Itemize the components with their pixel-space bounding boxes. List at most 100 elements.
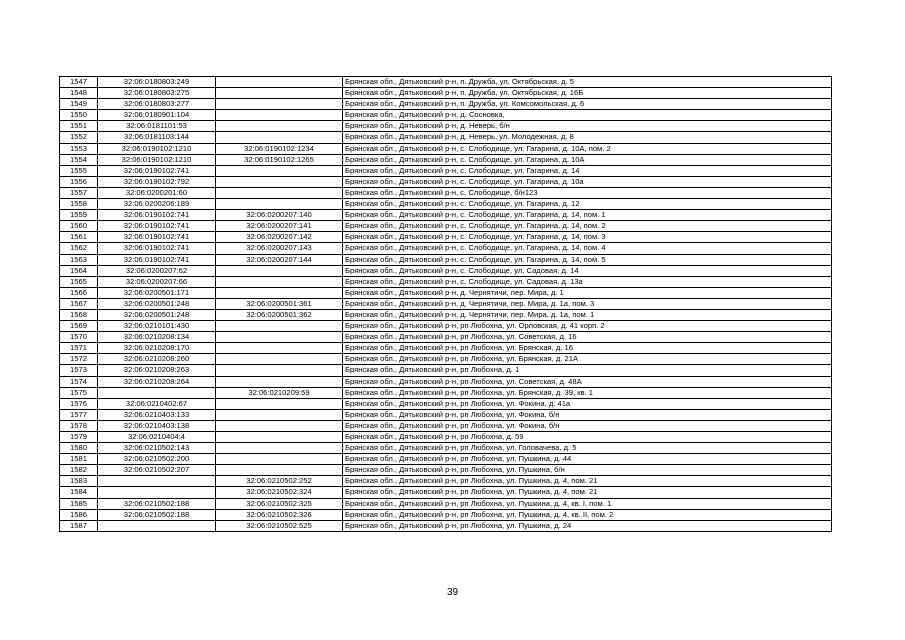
row-number-cell: 1558 [59,198,98,211]
room-cadastral-number-cell: 32:06:0200501:362 [215,308,343,322]
address-cell: Брянская обл., Дятьковский р-н, рп Любох… [342,475,832,488]
room-cadastral-number-cell [215,397,343,410]
address-cell: Брянская обл., Дятьковский р-н, с. Слобо… [342,209,832,222]
row-number-cell: 1559 [59,209,98,222]
row-number-cell: 1573 [59,364,98,377]
row-number-cell: 1571 [59,342,98,355]
address-cell: Брянская обл., Дятьковский р-н, рп Любох… [342,508,832,521]
address-cell: Брянская обл., Дятьковский р-н, рп Любох… [342,519,832,532]
room-cadastral-number-cell: 32:06:0210502:252 [215,475,343,488]
row-number-cell: 1556 [59,175,98,188]
address-cell: Брянская обл., Дятьковский р-н, рп Любох… [342,453,832,466]
row-number-cell: 1549 [59,98,98,111]
address-cell: Брянская обл., Дятьковский р-н, рп Любох… [342,331,832,344]
cadastral-number-cell: 32:06:0200501:248 [97,297,216,310]
row-number-cell: 1581 [59,453,98,466]
row-number-cell: 1586 [59,508,98,521]
row-number-cell: 1587 [59,519,98,532]
row-number-cell: 1554 [59,153,98,166]
cadastral-number-cell: 32:06:0210101:430 [97,320,216,333]
cadastral-number-cell: 32:06:0190102:1210 [97,153,216,166]
row-number-cell: 1550 [59,109,98,122]
cadastral-number-cell: 32:06:0190102:741 [97,164,216,177]
room-cadastral-number-cell [215,430,343,444]
room-cadastral-number-cell: 32:06:0200207:142 [215,231,343,244]
cadastral-number-cell [97,519,216,532]
room-cadastral-number-cell: 32:06:0190102:1265 [215,153,343,166]
row-number-cell: 1584 [59,486,98,499]
row-number-cell: 1567 [59,297,98,310]
room-cadastral-number-cell: 32:06:0210502:525 [215,519,343,532]
cadastral-number-cell: 32:06:0181103:144 [97,131,216,144]
cadastral-number-cell: 32:06:0200201:60 [97,186,216,200]
cadastral-number-cell: 32:06:0180803:249 [97,75,216,89]
cadastral-number-cell: 32:06:0180803:275 [97,87,216,100]
room-cadastral-number-cell [215,364,343,377]
cadastral-number-cell: 32:06:0210403:138 [97,419,216,433]
cadastral-number-cell: 32:06:0210208:264 [97,375,216,388]
room-cadastral-number-cell [215,342,343,355]
address-cell: Брянская обл., Дятьковский р-н, рп Любох… [342,386,832,399]
row-number-cell: 1576 [59,397,98,410]
row-number-cell: 1552 [59,131,98,144]
cadastral-number-cell: 32:06:0200501:171 [97,286,216,299]
room-cadastral-number-cell: 32:06:0210502:326 [215,508,343,521]
address-cell: Брянская обл., Дятьковский р-н, рп Любох… [342,497,832,510]
room-cadastral-number-cell [215,75,343,89]
cadastral-number-cell: 32:06:0190102:741 [97,242,216,255]
row-number-cell: 1575 [59,386,98,399]
room-cadastral-number-cell: 32:06:0210502:325 [215,497,343,510]
room-cadastral-number-cell [215,275,343,288]
cadastral-number-cell: 32:06:0200206:189 [97,198,216,211]
room-cadastral-number-cell [215,353,343,366]
address-cell: Брянская обл., Дятьковский р-н, с. Слобо… [342,164,832,177]
address-cell: Брянская обл., Дятьковский р-н, с. Слобо… [342,253,832,266]
address-cell: Брянская обл., Дятьковский р-н, д. Невер… [342,120,832,133]
room-cadastral-number-cell [215,375,343,388]
cadastral-number-cell [97,486,216,499]
room-cadastral-number-cell [215,164,343,177]
address-cell: Брянская обл., Дятьковский р-н, рп Любох… [342,408,832,421]
room-cadastral-number-cell [215,320,343,333]
address-cell: Брянская обл., Дятьковский р-н, рп Любох… [342,353,832,366]
cadastral-number-cell [97,386,216,399]
row-number-cell: 1572 [59,353,98,366]
room-cadastral-number-cell [215,331,343,344]
cadastral-number-cell: 32:06:0210404:4 [97,430,216,444]
room-cadastral-number-cell: 32:06:0210209:59 [215,386,343,399]
room-cadastral-number-cell [215,186,343,200]
page-number: 39 [446,587,459,598]
row-number-cell: 1577 [59,408,98,421]
cadastral-number-cell: 32:06:0190102:741 [97,253,216,266]
address-cell: Брянская обл., Дятьковский р-н, рп Любох… [342,464,832,477]
row-number-cell: 1574 [59,375,98,388]
cadastral-number-cell: 32:06:0210502:143 [97,442,216,455]
row-number-cell: 1565 [59,275,98,288]
cadastral-number-cell [97,475,216,488]
room-cadastral-number-cell: 32:06:0210502:324 [215,486,343,499]
cadastral-number-cell: 32:06:0210208:260 [97,353,216,366]
address-cell: Брянская обл., Дятьковский р-н, с. Слобо… [342,175,832,188]
address-cell: Брянская обл., Дятьковский р-н, рп Любох… [342,430,832,444]
